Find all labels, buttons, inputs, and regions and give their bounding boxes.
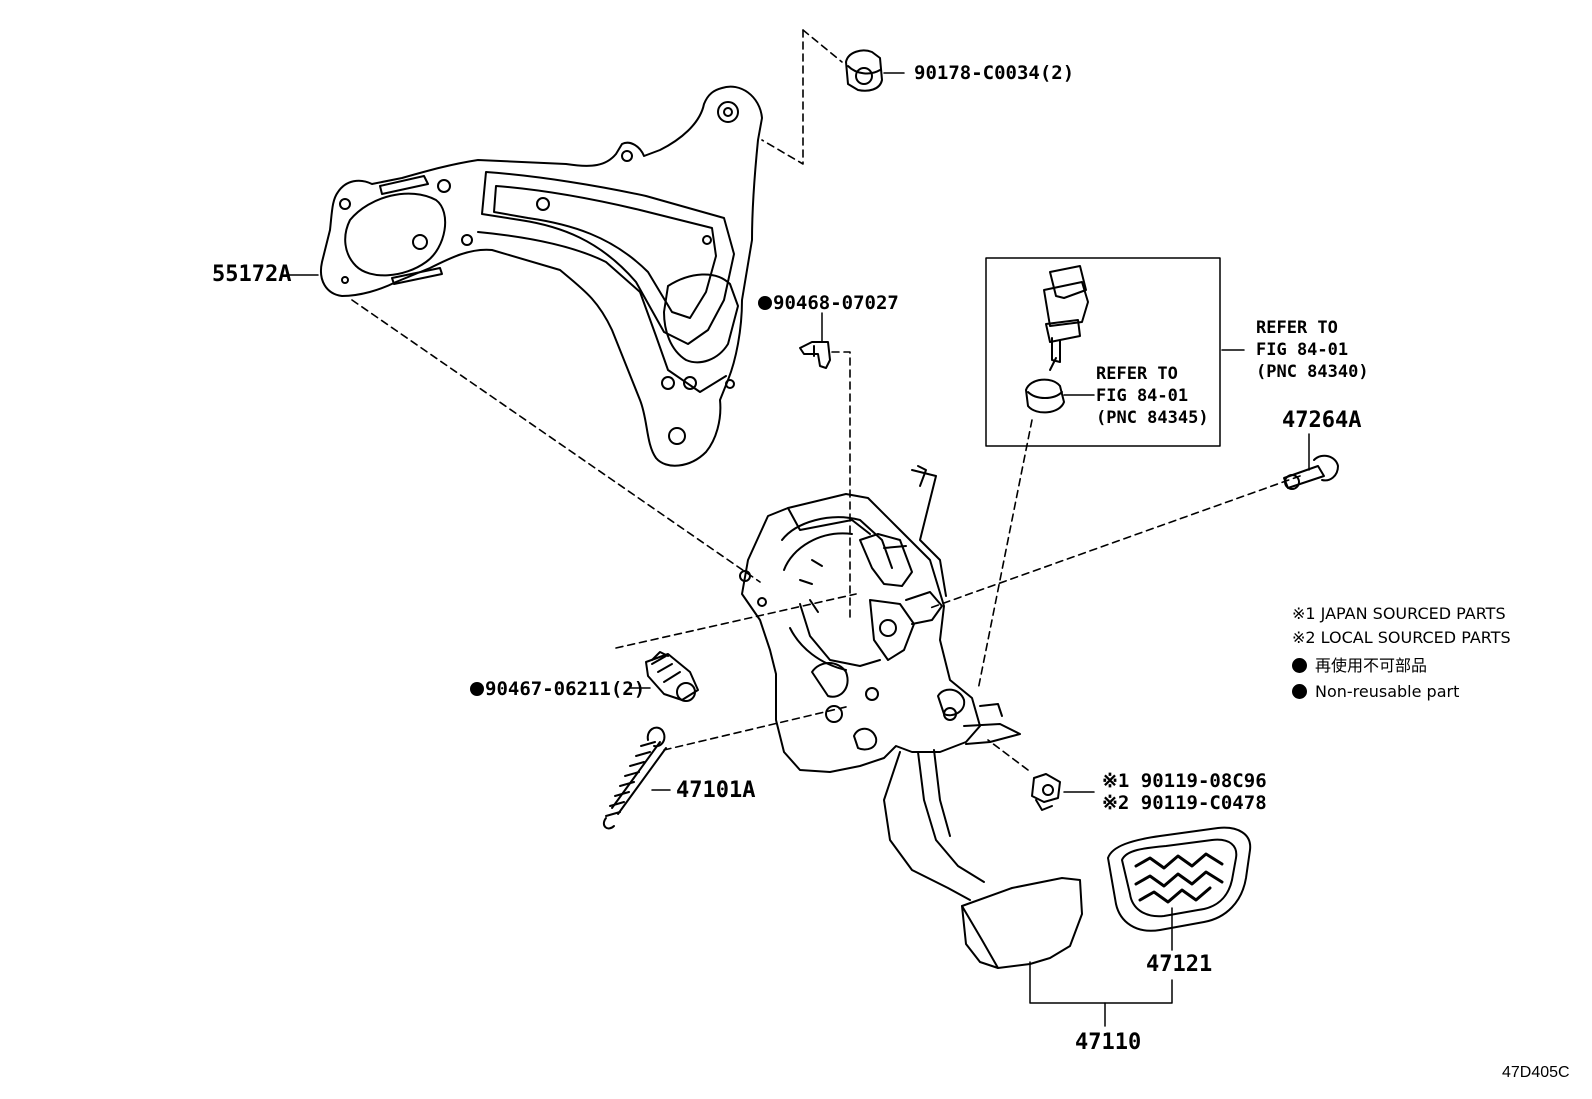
legend-non-reusable-jp-text: 再使用不可部品 [1315,656,1428,675]
label-bolt-japan: ※1 90119-08C96 [1102,770,1267,792]
label-spring: 47101A [676,778,756,803]
hex-bolt [1031,773,1061,811]
legend-japan: ※1 JAPAN SOURCED PARTS [1292,604,1506,623]
label-bracket: 55172A [212,262,292,287]
label-pin: 47264A [1282,408,1362,433]
label-nut: 90178-C0034(2) [914,62,1075,84]
leader-lines [285,72,1310,1027]
pedal-pad-on-assembly [961,877,1083,969]
label-pedal-assy: 47110 [1075,1030,1142,1055]
legend-non-reusable-en: Non-reusable part [1292,684,1459,700]
stop-switch-cushion [1025,378,1065,414]
label-bush: 90467-06211(2) [470,680,645,699]
pedal-support-bracket [320,85,763,467]
label-bush-number: 90467-06211(2) [485,678,646,700]
label-ref-switch: REFER TO FIG 84-01 (PNC 84340) [1256,318,1369,382]
legend-non-reusable-jp: 再使用不可部品 [1292,658,1427,674]
assembly-dashed-lines [351,29,1301,771]
clevis-pin [1283,454,1339,490]
non-reusable-dot-icon [1292,658,1307,673]
legend-local: ※2 LOCAL SOURCED PARTS [1292,628,1511,647]
pipe-clip [799,341,831,369]
legend-non-reusable-en-text: Non-reusable part [1315,682,1460,701]
label-pedal-pad: 47121 [1146,952,1213,977]
non-reusable-marker [470,682,484,696]
brake-pedal-assembly [739,465,1021,901]
label-bolt-local: ※2 90119-C0478 [1102,792,1267,814]
label-ref-cushion: REFER TO FIG 84-01 (PNC 84345) [1096,364,1209,428]
label-clip: 90468-07027 [758,294,899,313]
reference-box [985,257,1221,447]
pedal-pad-cover [1107,826,1252,932]
pedal-bush [645,651,699,702]
non-reusable-dot-icon [1292,684,1307,699]
diagram-code: 47D405C [1502,1064,1570,1081]
non-reusable-marker [758,296,772,310]
return-spring [602,726,667,830]
label-clip-number: 90468-07027 [773,292,899,314]
flange-nut [845,49,883,92]
stop-lamp-switch [1043,265,1089,371]
